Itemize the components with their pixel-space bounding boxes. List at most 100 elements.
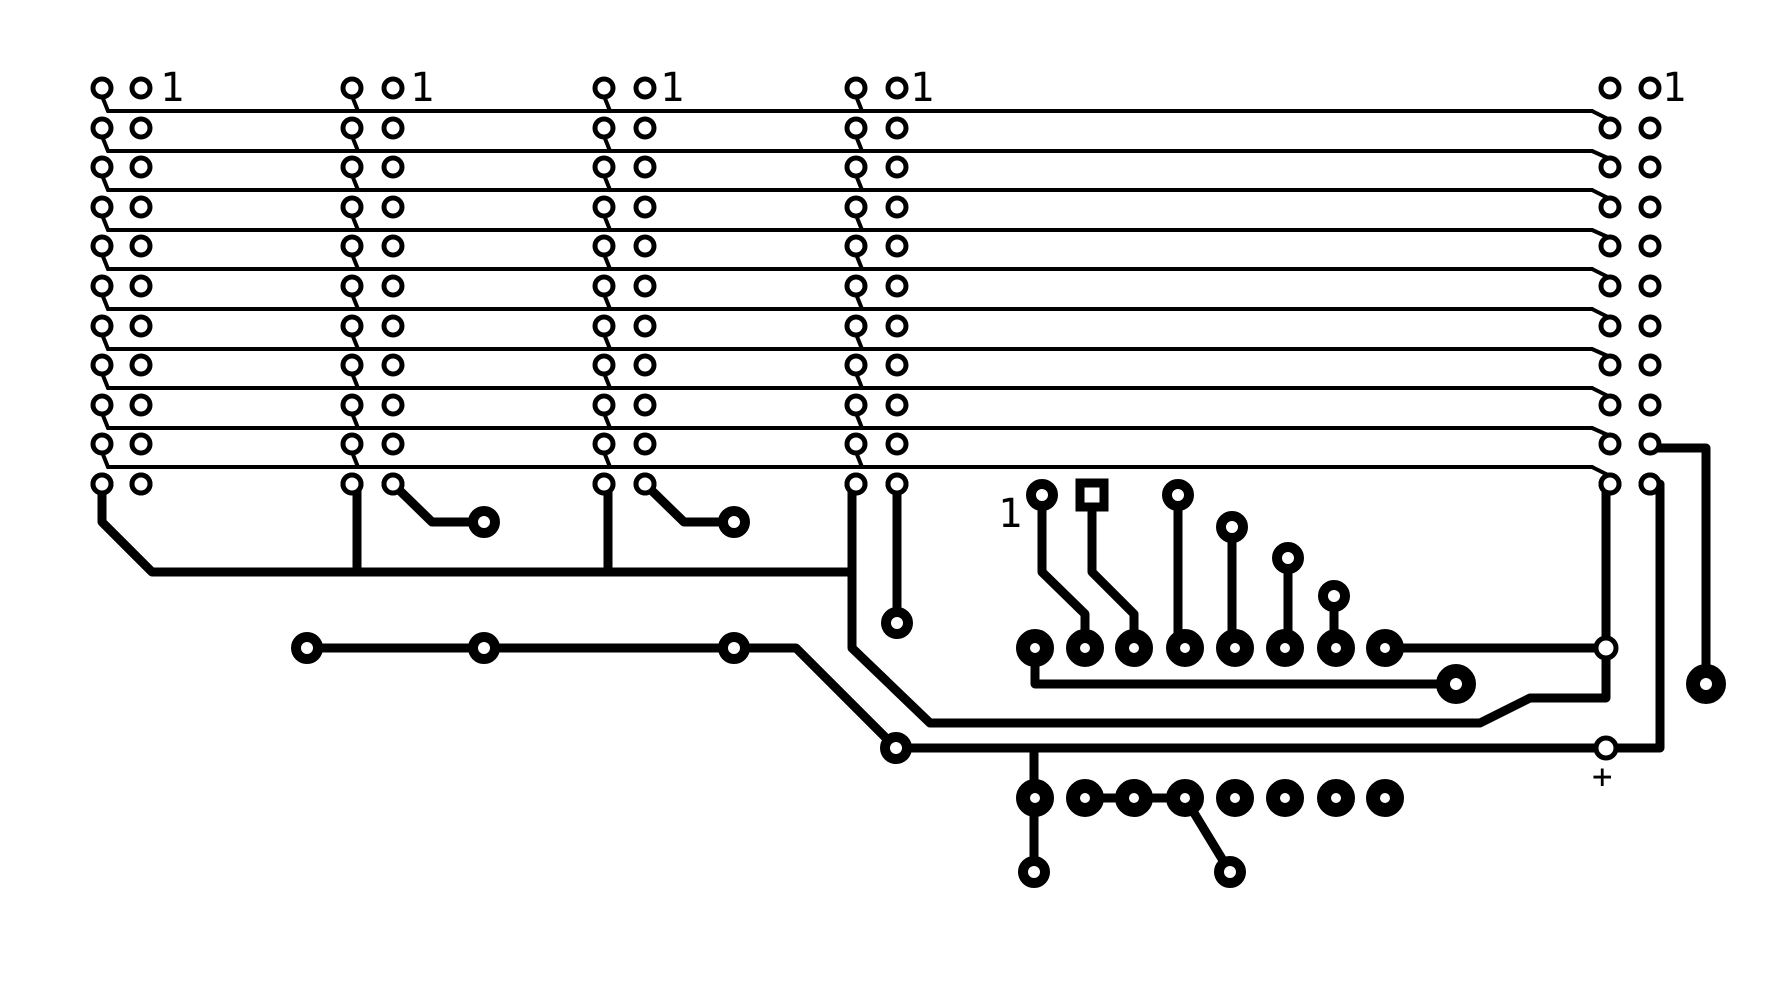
header-pad xyxy=(885,234,909,258)
ic-pad xyxy=(1272,542,1304,574)
header-pad xyxy=(885,472,909,496)
header-pad xyxy=(592,155,616,179)
header-pad xyxy=(592,472,616,496)
header-pad xyxy=(633,116,657,140)
header-pad xyxy=(340,432,364,456)
vcc-pad xyxy=(1593,735,1619,761)
header-pad xyxy=(633,195,657,219)
header-pad xyxy=(1638,353,1662,377)
header-pad xyxy=(633,155,657,179)
ic-pad xyxy=(1162,479,1194,511)
power-pad xyxy=(468,632,500,664)
connector-1-pin-one-label: 1 xyxy=(160,65,184,111)
header-pad xyxy=(90,195,114,219)
header-pad xyxy=(1638,234,1662,258)
dip-pad-bottom xyxy=(1216,779,1254,817)
header-pad xyxy=(844,353,868,377)
header-pad xyxy=(1638,274,1662,298)
header-pad xyxy=(633,432,657,456)
header-pad xyxy=(885,353,909,377)
header-pad xyxy=(844,234,868,258)
header-pad xyxy=(90,234,114,258)
header-pad xyxy=(381,472,405,496)
header-pad xyxy=(90,353,114,377)
dip-pad-bottom xyxy=(1016,779,1054,817)
header-pad xyxy=(885,116,909,140)
jumper-trace-3 xyxy=(640,479,739,527)
header-pad xyxy=(381,116,405,140)
header-pad xyxy=(381,195,405,219)
header-pad xyxy=(1598,432,1622,456)
header-pad xyxy=(633,314,657,338)
header-pad xyxy=(340,116,364,140)
header-pad xyxy=(633,274,657,298)
header-pad xyxy=(381,274,405,298)
header-pad xyxy=(381,76,405,100)
power-trace-main xyxy=(302,643,1609,753)
header-pad xyxy=(1598,472,1622,496)
dip-pad-bottom xyxy=(1115,779,1153,817)
header-pad xyxy=(1638,116,1662,140)
header-pad xyxy=(844,155,868,179)
header-pad xyxy=(592,353,616,377)
header-pad xyxy=(340,353,364,377)
dip-pad-top xyxy=(1366,629,1404,667)
header-pad xyxy=(381,353,405,377)
header-pad xyxy=(633,353,657,377)
dip-pad-top xyxy=(1266,629,1304,667)
header-pad xyxy=(340,155,364,179)
ic-pad xyxy=(1318,580,1350,612)
header-pad xyxy=(885,155,909,179)
header-pad xyxy=(1638,472,1662,496)
header-pad xyxy=(129,76,153,100)
power-plus-label: + xyxy=(1592,757,1612,797)
jumper-trace-2 xyxy=(388,479,489,527)
header-pad xyxy=(129,432,153,456)
header-pad xyxy=(844,76,868,100)
header-pad xyxy=(1638,314,1662,338)
header-pad xyxy=(381,314,405,338)
ic-pad xyxy=(1026,479,1058,511)
header-pad xyxy=(129,116,153,140)
header-pad xyxy=(1598,155,1622,179)
header-pad xyxy=(90,116,114,140)
mount-pad xyxy=(1686,664,1726,704)
mount-pad xyxy=(1436,664,1476,704)
header-pad xyxy=(885,314,909,338)
header-pad xyxy=(633,472,657,496)
dip-pad-bottom xyxy=(1266,779,1304,817)
header-pad xyxy=(885,76,909,100)
dip-pad-top xyxy=(1016,629,1054,667)
header-pad xyxy=(1598,116,1622,140)
dip-pad-bottom xyxy=(1066,779,1104,817)
header-pad xyxy=(1598,393,1622,417)
jumper-pad xyxy=(718,506,750,538)
ic-pin-one-label: 1 xyxy=(998,491,1022,537)
header-pad xyxy=(340,234,364,258)
header-pad xyxy=(844,274,868,298)
dip-pad-top xyxy=(1317,629,1355,667)
jumper-pad xyxy=(468,506,500,538)
connector-5-pin-one-label: 1 xyxy=(1662,65,1686,111)
dip-pad-top xyxy=(1115,629,1153,667)
power-trace-right xyxy=(1613,479,1665,753)
header-pad xyxy=(90,472,114,496)
header-pad xyxy=(1638,393,1662,417)
header-pad xyxy=(340,76,364,100)
header-pad xyxy=(90,274,114,298)
header-pad xyxy=(844,195,868,219)
header-pad xyxy=(592,195,616,219)
ic-pad xyxy=(1216,511,1248,543)
dip-pad-bottom xyxy=(1317,779,1355,817)
connector-3-pin-one-label: 1 xyxy=(660,65,684,111)
via-pad xyxy=(881,607,913,639)
ic-fan-1 xyxy=(1037,490,1090,653)
header-pad xyxy=(885,432,909,456)
connector-2-pin-one-label: 1 xyxy=(410,65,434,111)
header-pad xyxy=(129,234,153,258)
header-pad xyxy=(844,472,868,496)
ic-square-pad xyxy=(1075,478,1109,512)
power-pad xyxy=(291,632,323,664)
header-pad xyxy=(1598,234,1622,258)
header-pad xyxy=(592,432,616,456)
